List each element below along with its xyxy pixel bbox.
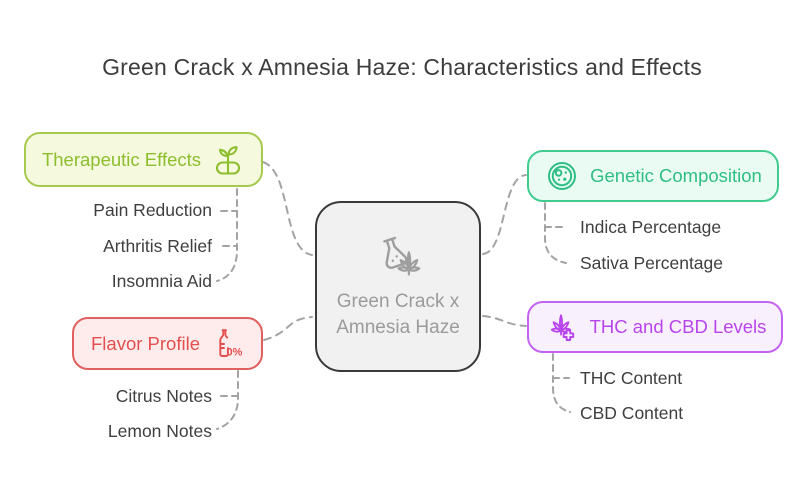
item-citrus-notes: Citrus Notes xyxy=(115,386,212,406)
link-thc-items xyxy=(552,353,571,413)
link-center-genetic xyxy=(482,174,527,255)
branch-flavor-profile: Flavor Profile 0% xyxy=(72,317,263,370)
item-thc-content: THC Content xyxy=(580,368,683,388)
branch-therapeutic-effects: Therapeutic Effects xyxy=(24,132,263,187)
link-therapeutic-center xyxy=(262,161,313,256)
item-indica-percentage: Indica Percentage xyxy=(580,217,722,237)
item-sativa-percentage: Sativa Percentage xyxy=(580,253,724,273)
cannabis-medical-icon xyxy=(550,314,574,341)
branch-flavor-profile-label: Flavor Profile xyxy=(91,332,200,354)
center-node-label: Green Crack x Amnesia Haze xyxy=(336,291,460,338)
branch-genetic-composition: Genetic Composition xyxy=(527,150,779,202)
link-flavor-center xyxy=(263,316,313,341)
zero-percent-bottle-icon: 0% xyxy=(219,328,243,358)
branch-genetic-composition-label: Genetic Composition xyxy=(590,165,762,186)
cell-culture-icon xyxy=(548,162,577,190)
branch-thc-cbd-levels-label: THC and CBD Levels xyxy=(589,316,767,337)
zero-percent-text: 0% xyxy=(226,346,242,358)
page-title: Green Crack x Amnesia Haze: Characterist… xyxy=(102,54,702,80)
link-center-thc xyxy=(482,315,527,327)
link-therapeutic-items xyxy=(216,188,238,282)
branch-thc-cbd-levels: THC and CBD Levels xyxy=(527,301,783,353)
link-genetic-items xyxy=(544,202,567,264)
item-insomnia-aid: Insomnia Aid xyxy=(111,271,212,291)
link-flavor-items xyxy=(216,370,239,430)
center-node: Green Crack x Amnesia Haze xyxy=(315,201,481,372)
item-lemon-notes: Lemon Notes xyxy=(107,421,212,441)
item-pain-reduction: Pain Reduction xyxy=(93,200,212,220)
flask-cannabis-icon xyxy=(383,237,421,276)
branch-therapeutic-effects-label: Therapeutic Effects xyxy=(41,148,202,170)
sprout-icon xyxy=(215,145,241,175)
item-cbd-content: CBD Content xyxy=(580,403,684,423)
item-arthritis-relief: Arthritis Relief xyxy=(103,236,212,256)
